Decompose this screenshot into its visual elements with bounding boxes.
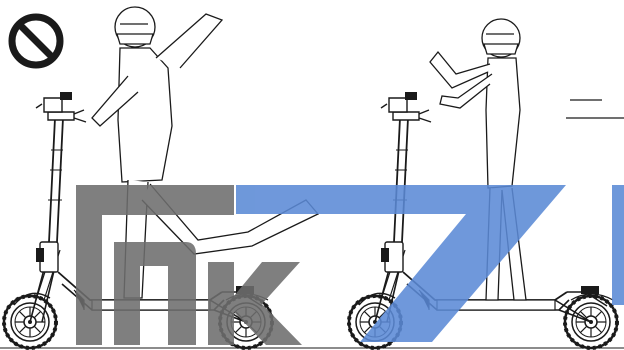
motion-lines	[566, 100, 624, 118]
watermark-blue-bar	[612, 185, 624, 305]
prohibition-sign-icon	[12, 17, 60, 65]
watermark-gray-letter-k	[208, 262, 302, 345]
watermark-gray-letter	[114, 242, 196, 345]
right-panel	[349, 19, 624, 348]
left-panel	[4, 7, 318, 348]
watermark-gray-stem	[76, 185, 102, 345]
